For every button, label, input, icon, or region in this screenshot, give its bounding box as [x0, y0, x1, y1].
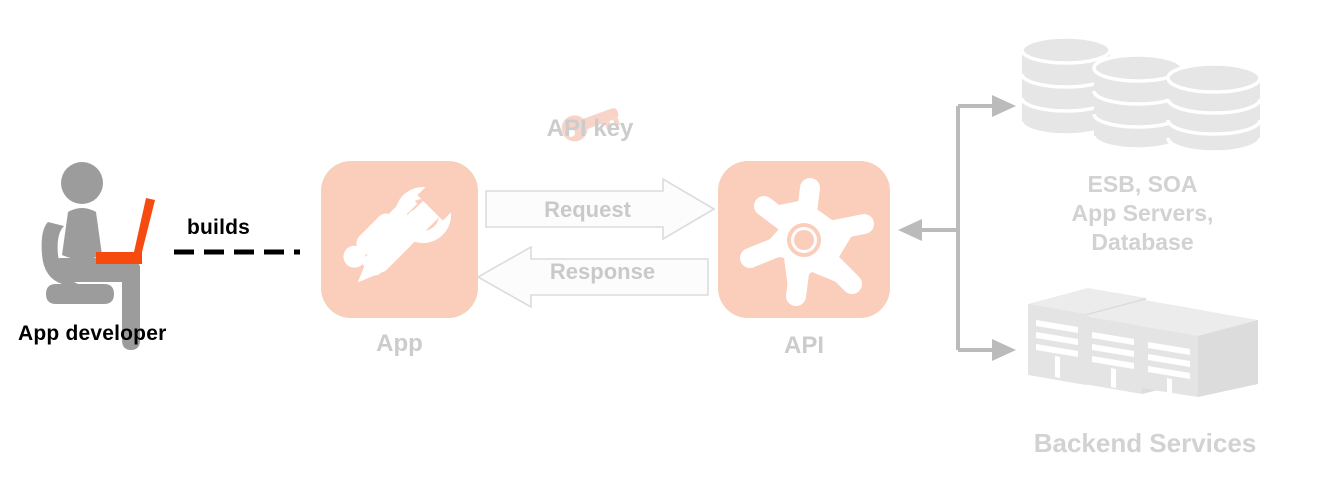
- api-star-burst-icon: [728, 166, 880, 314]
- person-seated-with-laptop-icon: [30, 160, 210, 350]
- backend-services-label: Backend Services: [1033, 428, 1257, 458]
- key-icon: [557, 99, 621, 143]
- response-label: Response: [549, 259, 656, 284]
- request-arrow: [485, 177, 716, 241]
- api-node-label: API: [783, 332, 824, 359]
- esb-soa-database-label: ESB, SOA App Servers, Database: [1030, 170, 1255, 257]
- builds-dashed-line: [172, 243, 302, 255]
- api-key-label: API key: [546, 115, 634, 142]
- response-arrow: [476, 245, 709, 309]
- backend-connector-lines: [890, 85, 1020, 365]
- wrench-and-pencil-icon: [331, 171, 468, 308]
- app-developer-label: App developer: [18, 322, 167, 345]
- server-towers-icon: [1026, 282, 1260, 397]
- esb-label-line-2: App Servers,: [1071, 200, 1214, 226]
- esb-label-line-1: ESB, SOA: [1087, 171, 1198, 197]
- request-label: Request: [544, 197, 631, 222]
- esb-label-line-3: Database: [1091, 229, 1194, 255]
- database-stack-icon: [1018, 35, 1263, 156]
- app-node-label: App: [376, 330, 423, 357]
- builds-label: builds: [187, 216, 251, 239]
